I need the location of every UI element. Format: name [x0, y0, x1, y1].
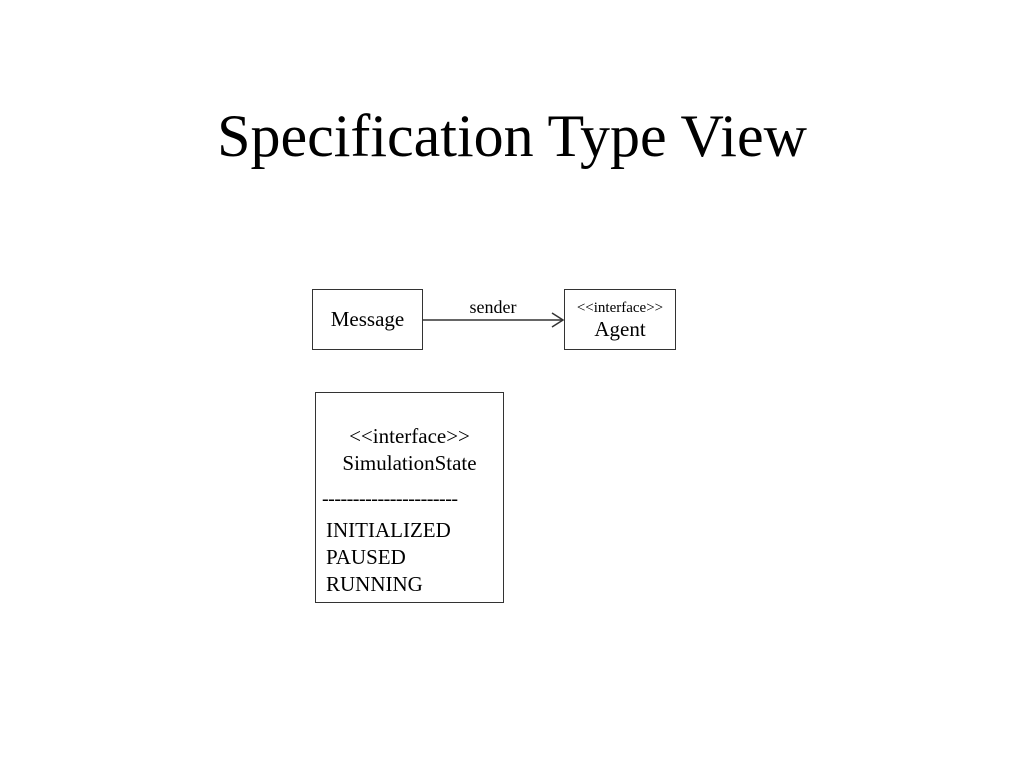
agent-interface-name: Agent: [594, 316, 646, 341]
sender-association-arrow: [423, 312, 565, 328]
simulation-state-header: <<interface>> SimulationState: [316, 423, 503, 477]
slide-title: Specification Type View: [217, 103, 807, 169]
message-class-name: Message: [330, 307, 405, 331]
state-value: RUNNING: [326, 572, 423, 596]
simulation-state-stereotype: <<interface>>: [349, 424, 470, 448]
simulation-state-values: INITIALIZED PAUSED RUNNING: [326, 517, 451, 598]
message-class-box: Message: [312, 289, 423, 350]
agent-stereotype: <<interface>>: [576, 299, 664, 316]
arrowhead-icon: [551, 312, 565, 328]
simulation-state-divider: ----------------------: [322, 488, 458, 510]
state-value: INITIALIZED: [326, 518, 451, 542]
simulation-state-name: SimulationState: [342, 451, 477, 475]
association-label: sender: [469, 297, 517, 317]
agent-interface-box: <<interface>> Agent: [564, 289, 676, 350]
state-value: PAUSED: [326, 545, 406, 569]
simulation-state-box: <<interface>> SimulationState ----------…: [315, 392, 504, 603]
